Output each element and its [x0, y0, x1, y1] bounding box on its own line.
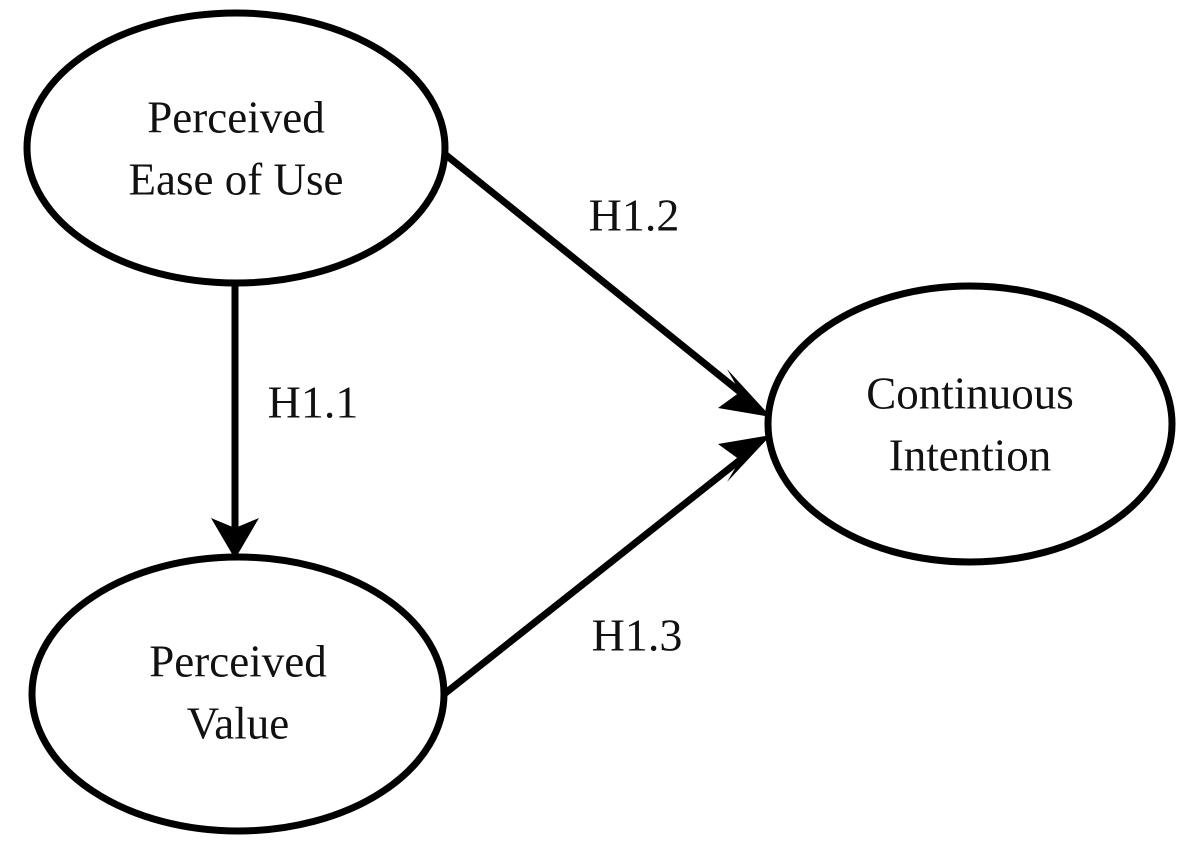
- node-perceived-value-label-line2: Value: [187, 698, 289, 748]
- node-perceived-value-shape: [28, 553, 448, 835]
- edge-h1-3[interactable]: [440, 435, 771, 698]
- edge-h1-1[interactable]: [211, 286, 259, 559]
- node-continuous-intention-label-line2: Intention: [889, 430, 1051, 480]
- node-continuous-intention[interactable]: Continuous Intention: [764, 282, 1176, 566]
- edge-label-h1-1: H1.1: [268, 377, 359, 428]
- node-continuous-intention-label-line1: Continuous: [866, 368, 1074, 418]
- edge-h1-3-arrowhead-icon: [718, 435, 771, 482]
- node-perceived-value-label-line1: Perceived: [149, 636, 326, 686]
- node-perceived-ease-of-use-label-line1: Perceived: [147, 92, 324, 142]
- edge-h1-2[interactable]: [438, 148, 771, 417]
- edge-h1-2-line: [438, 148, 743, 395]
- edge-h1-1-arrowhead-icon: [211, 518, 259, 559]
- node-continuous-intention-shape: [764, 282, 1176, 566]
- edge-label-h1-2: H1.2: [589, 190, 680, 241]
- edge-h1-3-line: [440, 457, 743, 698]
- edge-label-h1-3: H1.3: [592, 610, 683, 661]
- node-perceived-ease-of-use[interactable]: Perceived Ease of Use: [23, 9, 449, 287]
- edge-h1-2-arrowhead-icon: [718, 369, 771, 417]
- node-perceived-value[interactable]: Perceived Value: [28, 553, 448, 835]
- node-perceived-ease-of-use-label-line2: Ease of Use: [129, 154, 344, 204]
- node-perceived-ease-of-use-shape: [23, 9, 449, 287]
